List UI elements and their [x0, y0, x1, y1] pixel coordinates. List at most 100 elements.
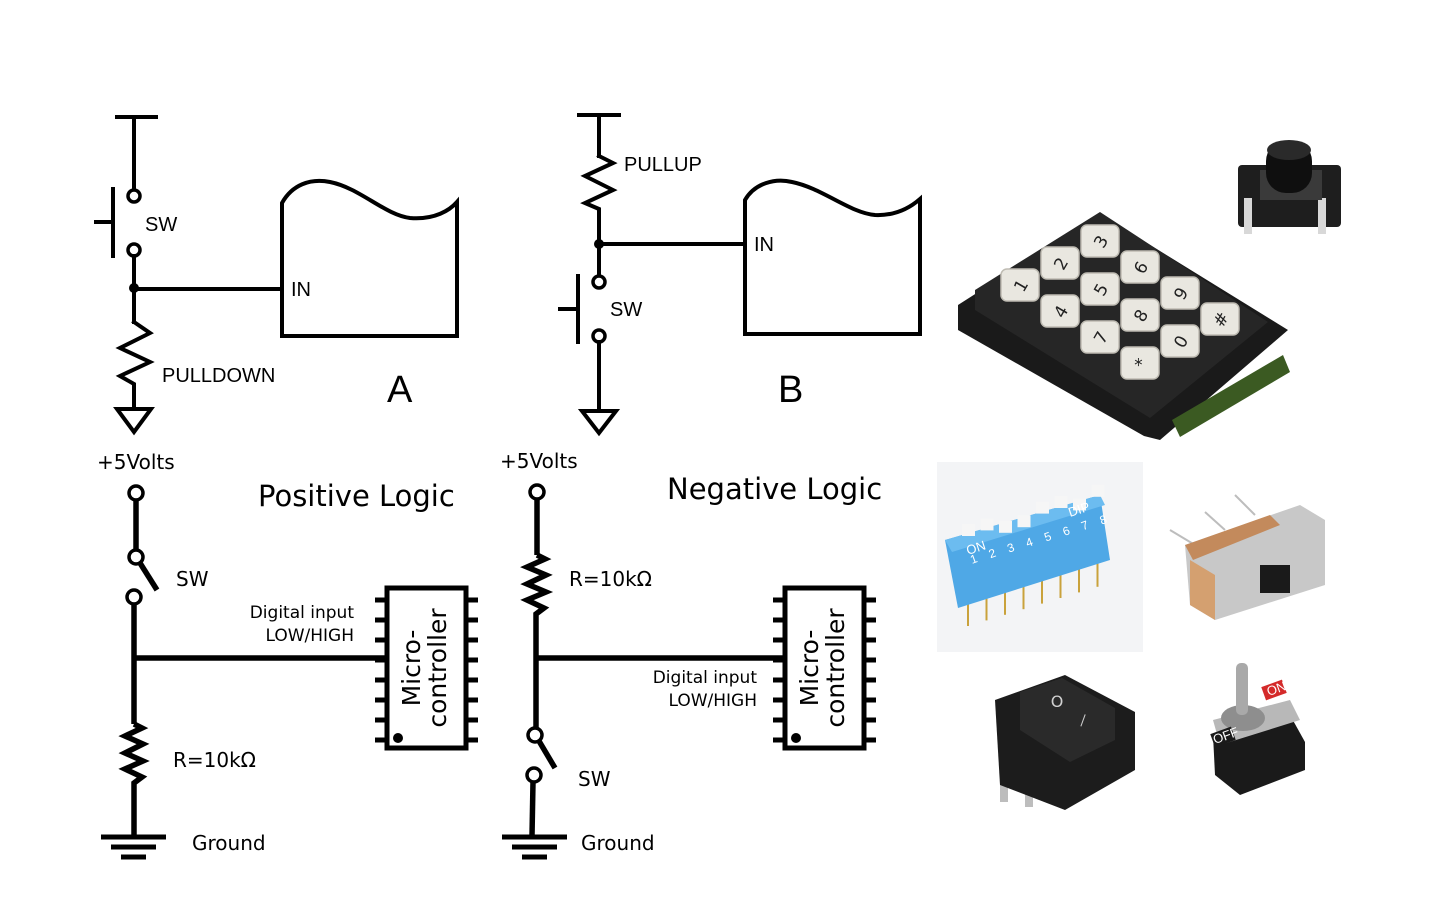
supply-terminal-positive [127, 484, 145, 502]
mcu-label-positive-2: controller [423, 608, 452, 728]
tactile-button-photo [1238, 140, 1341, 234]
dip-number: 5 [1042, 529, 1053, 545]
mcu-label-negative-1: Micro- [795, 630, 824, 707]
keypad-key: # [1200, 302, 1240, 336]
switch-terminal-negative-bottom [525, 766, 543, 784]
switch-terminal-b-top [591, 274, 607, 290]
pin1-dot-positive [393, 733, 403, 743]
resistor-positive [118, 721, 150, 835]
toggle-switch-photo: ON OFF [1210, 663, 1305, 795]
switch-lever-positive [137, 561, 160, 592]
ground-label-positive: Ground [192, 831, 266, 855]
slide-switch-knob [1260, 565, 1290, 593]
switch-terminal-negative-top [526, 726, 544, 744]
wire-negative-bottom [529, 781, 536, 837]
panel-label-b: B [778, 369, 803, 411]
ground-symbol-b [577, 409, 621, 437]
input-block-b [743, 178, 922, 336]
keypad-key: 2 [1040, 246, 1080, 280]
keypad-keys: 123 456 789 *0# [1000, 224, 1240, 380]
dip-number: 2 [987, 546, 998, 562]
mcu-label-negative-2: controller [821, 608, 850, 728]
mcu-chip-positive: Micro- controller [375, 585, 478, 751]
keypad-key: 1 [1000, 268, 1040, 302]
rocker-off-symbol: O [1051, 692, 1064, 711]
dip-toggle [1091, 484, 1105, 497]
input-block-a [280, 179, 459, 338]
resistor-label-a: PULLDOWN [162, 365, 275, 387]
input-label-positive-1: Digital input [250, 603, 355, 623]
keypad-key: 4 [1040, 294, 1080, 328]
rocker-on-symbol: — [1073, 711, 1093, 730]
dip-toggle [1073, 498, 1086, 511]
supply-label-negative: +5Volts [500, 449, 578, 473]
ground-symbol-positive [101, 834, 166, 860]
panel-label-a: A [387, 369, 413, 411]
mcu-chip-negative: Micro- controller [773, 585, 876, 751]
dip-toggle [1017, 515, 1031, 528]
switch-terminal-positive-top [127, 548, 145, 566]
switch-label-b: SW [610, 299, 642, 321]
keypad-key: 8 [1120, 298, 1160, 332]
slide-switch-photo [1169, 494, 1325, 620]
pin1-dot-negative [791, 733, 801, 743]
positive-logic-circuit: +5Volts Positive Logic SW Digital input … [97, 450, 478, 860]
toggle-on-label: ON [1265, 678, 1288, 699]
dip-number: 7 [1079, 518, 1090, 534]
keypad-photo: 123 456 789 *0# [958, 212, 1290, 440]
pulldown-resistor [115, 319, 155, 410]
ground-label-negative: Ground [581, 831, 655, 855]
input-label-a: IN [291, 279, 311, 301]
input-label-positive-2: LOW/HIGH [265, 626, 354, 646]
pullup-resistor [580, 153, 618, 246]
toggle-nut [1221, 705, 1265, 731]
resistor-label-positive: R=10kΩ [173, 748, 256, 772]
dip-number: 3 [1005, 540, 1016, 556]
diagram-a-pulldown: SW PULLDOWN IN A [94, 115, 459, 436]
keypad-key: 3 [1080, 224, 1120, 258]
dip-toggle [1036, 501, 1049, 514]
keypad-key: 9 [1160, 276, 1200, 310]
switch-label-negative: SW [578, 767, 611, 791]
dip-on-label: ON [964, 538, 987, 558]
supply-terminal-negative [528, 483, 546, 501]
resistor-label-negative: R=10kΩ [569, 567, 652, 591]
supply-label-positive: +5Volts [97, 450, 175, 474]
switch-terminal-positive-bottom [125, 588, 143, 606]
keypad-key: 6 [1120, 250, 1160, 284]
keypad-key: 5 [1080, 272, 1120, 306]
diagram-b-pullup: PULLUP SW IN B [558, 113, 922, 437]
dip-number: 6 [1061, 523, 1072, 539]
input-label-negative-2: LOW/HIGH [668, 691, 757, 711]
negative-logic-circuit: +5Volts Negative Logic R=10kΩ Digital in… [500, 449, 882, 860]
dip-number: 8 [1098, 512, 1109, 528]
switch-label-positive: SW [176, 567, 209, 591]
dip-switch-body [945, 495, 1110, 608]
title-positive-logic: Positive Logic [258, 479, 455, 513]
keypad-key: * [1120, 346, 1160, 380]
switch-label-a: SW [145, 214, 177, 236]
toggle-on-tag [1261, 679, 1287, 701]
dip-number: 4 [1024, 534, 1035, 550]
rocker-paddle [1020, 678, 1115, 762]
switch-lever-negative [536, 739, 558, 770]
dip-brand-label: DIP [1066, 499, 1091, 520]
keypad-key: 7 [1080, 320, 1120, 354]
toggle-lever [1236, 663, 1248, 715]
keypad-key: 0 [1160, 324, 1200, 358]
ground-symbol-a [113, 407, 155, 436]
dip-toggle [1054, 496, 1068, 508]
dip-toggle [999, 520, 1012, 533]
toggle-off-tag [1210, 726, 1236, 748]
resistor-negative [520, 552, 554, 736]
switch-terminal-a-top [126, 188, 142, 204]
resistor-label-b: PULLUP [624, 154, 702, 176]
input-label-negative-1: Digital input [653, 668, 758, 688]
ground-symbol-negative [502, 834, 567, 860]
dip-toggle [962, 524, 975, 536]
input-label-b: IN [754, 234, 774, 256]
mcu-label-positive-1: Micro- [397, 630, 426, 707]
dip-toggle [980, 518, 994, 531]
